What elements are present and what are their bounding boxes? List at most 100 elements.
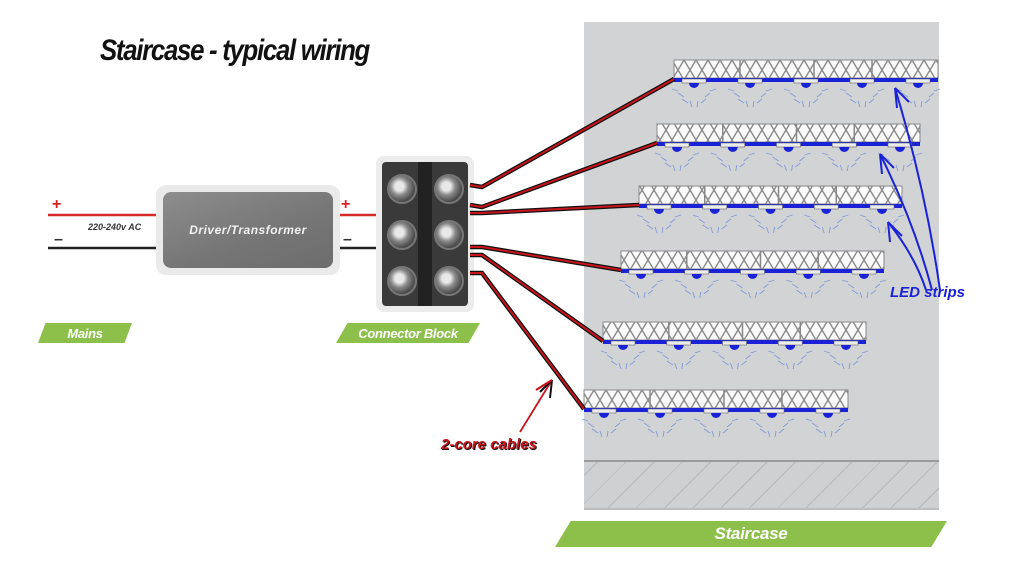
light-ray bbox=[749, 418, 757, 422]
led-arrow bbox=[887, 221, 927, 291]
light-ray bbox=[924, 98, 931, 104]
light-ray bbox=[721, 224, 728, 230]
terminal-screw bbox=[434, 266, 464, 296]
light-ray bbox=[760, 92, 767, 98]
light-ray bbox=[800, 354, 807, 360]
light-ray bbox=[773, 226, 775, 234]
light-ray bbox=[666, 428, 673, 434]
light-ray bbox=[828, 226, 831, 234]
light-ray bbox=[707, 283, 714, 289]
light-ray bbox=[839, 164, 843, 172]
light-ray bbox=[680, 283, 687, 289]
light-ray bbox=[841, 362, 845, 370]
light-ray bbox=[636, 214, 644, 218]
light-ray bbox=[730, 279, 737, 283]
light-ray bbox=[902, 164, 905, 172]
light-ray bbox=[693, 418, 701, 422]
light-ray bbox=[694, 350, 701, 354]
light-ray bbox=[765, 88, 773, 92]
arrow-shaft bbox=[519, 379, 553, 433]
light-ray bbox=[783, 88, 791, 92]
led-bulb bbox=[672, 147, 682, 152]
light-ray bbox=[859, 291, 863, 299]
light-ray bbox=[737, 98, 745, 104]
light-ray bbox=[674, 362, 678, 370]
light-ray bbox=[599, 430, 603, 438]
light-ray bbox=[675, 418, 683, 422]
light-ray bbox=[712, 279, 719, 283]
light-ray bbox=[895, 164, 899, 172]
light-ray bbox=[643, 291, 646, 299]
light-ray bbox=[681, 362, 684, 370]
light-ray bbox=[787, 418, 795, 422]
led-bulb bbox=[767, 413, 777, 418]
light-ray bbox=[618, 362, 622, 370]
light-ray bbox=[784, 164, 787, 172]
light-ray bbox=[839, 88, 847, 92]
light-ray bbox=[684, 289, 691, 295]
light-ray bbox=[600, 350, 608, 354]
light-ray bbox=[834, 428, 841, 434]
light-ray bbox=[849, 98, 857, 104]
light-ray bbox=[692, 214, 699, 218]
light-ray bbox=[647, 428, 655, 434]
light-ray bbox=[872, 92, 879, 98]
light-ray bbox=[651, 283, 658, 289]
led-arrow bbox=[879, 153, 933, 291]
light-ray bbox=[864, 100, 867, 108]
light-ray bbox=[810, 291, 813, 299]
light-ray bbox=[748, 214, 755, 218]
light-ray bbox=[689, 354, 696, 360]
light-ray bbox=[739, 162, 746, 168]
light-ray bbox=[860, 152, 867, 156]
two-core-cable bbox=[470, 246, 622, 271]
stair-step bbox=[654, 123, 923, 172]
light-ray bbox=[720, 162, 727, 168]
led-bulb bbox=[765, 209, 776, 214]
light-ray bbox=[838, 422, 845, 428]
light-ray bbox=[796, 289, 803, 295]
led-bulb bbox=[821, 209, 832, 214]
light-ray bbox=[786, 279, 793, 283]
light-ray bbox=[703, 428, 711, 434]
driver-label: Driver/Transformer bbox=[189, 223, 307, 237]
led-bulb bbox=[913, 83, 923, 88]
light-ray bbox=[789, 92, 797, 98]
light-ray bbox=[733, 92, 741, 98]
led-bulb bbox=[636, 274, 646, 279]
driver-plus-sign: + bbox=[341, 196, 351, 213]
led-bulb bbox=[729, 345, 740, 350]
light-ray bbox=[829, 354, 837, 360]
terminal-screw bbox=[434, 220, 464, 250]
led-bulb bbox=[709, 209, 720, 214]
led-bulb bbox=[689, 83, 699, 88]
light-ray bbox=[841, 279, 849, 283]
light-ray bbox=[752, 100, 755, 108]
light-ray bbox=[685, 360, 692, 366]
light-ray bbox=[767, 430, 771, 438]
light-ray bbox=[703, 289, 710, 295]
light-ray bbox=[768, 350, 775, 354]
light-ray bbox=[865, 218, 873, 224]
light-ray bbox=[796, 360, 803, 366]
light-ray bbox=[702, 224, 709, 230]
light-ray bbox=[726, 422, 733, 428]
light-ray bbox=[913, 100, 917, 108]
light-ray bbox=[669, 218, 676, 224]
light-ray bbox=[710, 226, 714, 234]
light-ray bbox=[696, 100, 699, 108]
light-ray bbox=[785, 362, 789, 370]
light-ray bbox=[874, 283, 881, 289]
light-ray bbox=[816, 92, 823, 98]
led-bulb bbox=[783, 147, 794, 152]
light-ray bbox=[625, 362, 628, 370]
light-ray bbox=[848, 362, 851, 370]
light-ray bbox=[756, 98, 763, 104]
light-ray bbox=[725, 218, 732, 224]
light-ray bbox=[774, 354, 781, 360]
light-ray bbox=[805, 418, 813, 422]
stair-step bbox=[600, 321, 869, 370]
light-ray bbox=[619, 418, 627, 422]
light-ray bbox=[740, 289, 747, 295]
